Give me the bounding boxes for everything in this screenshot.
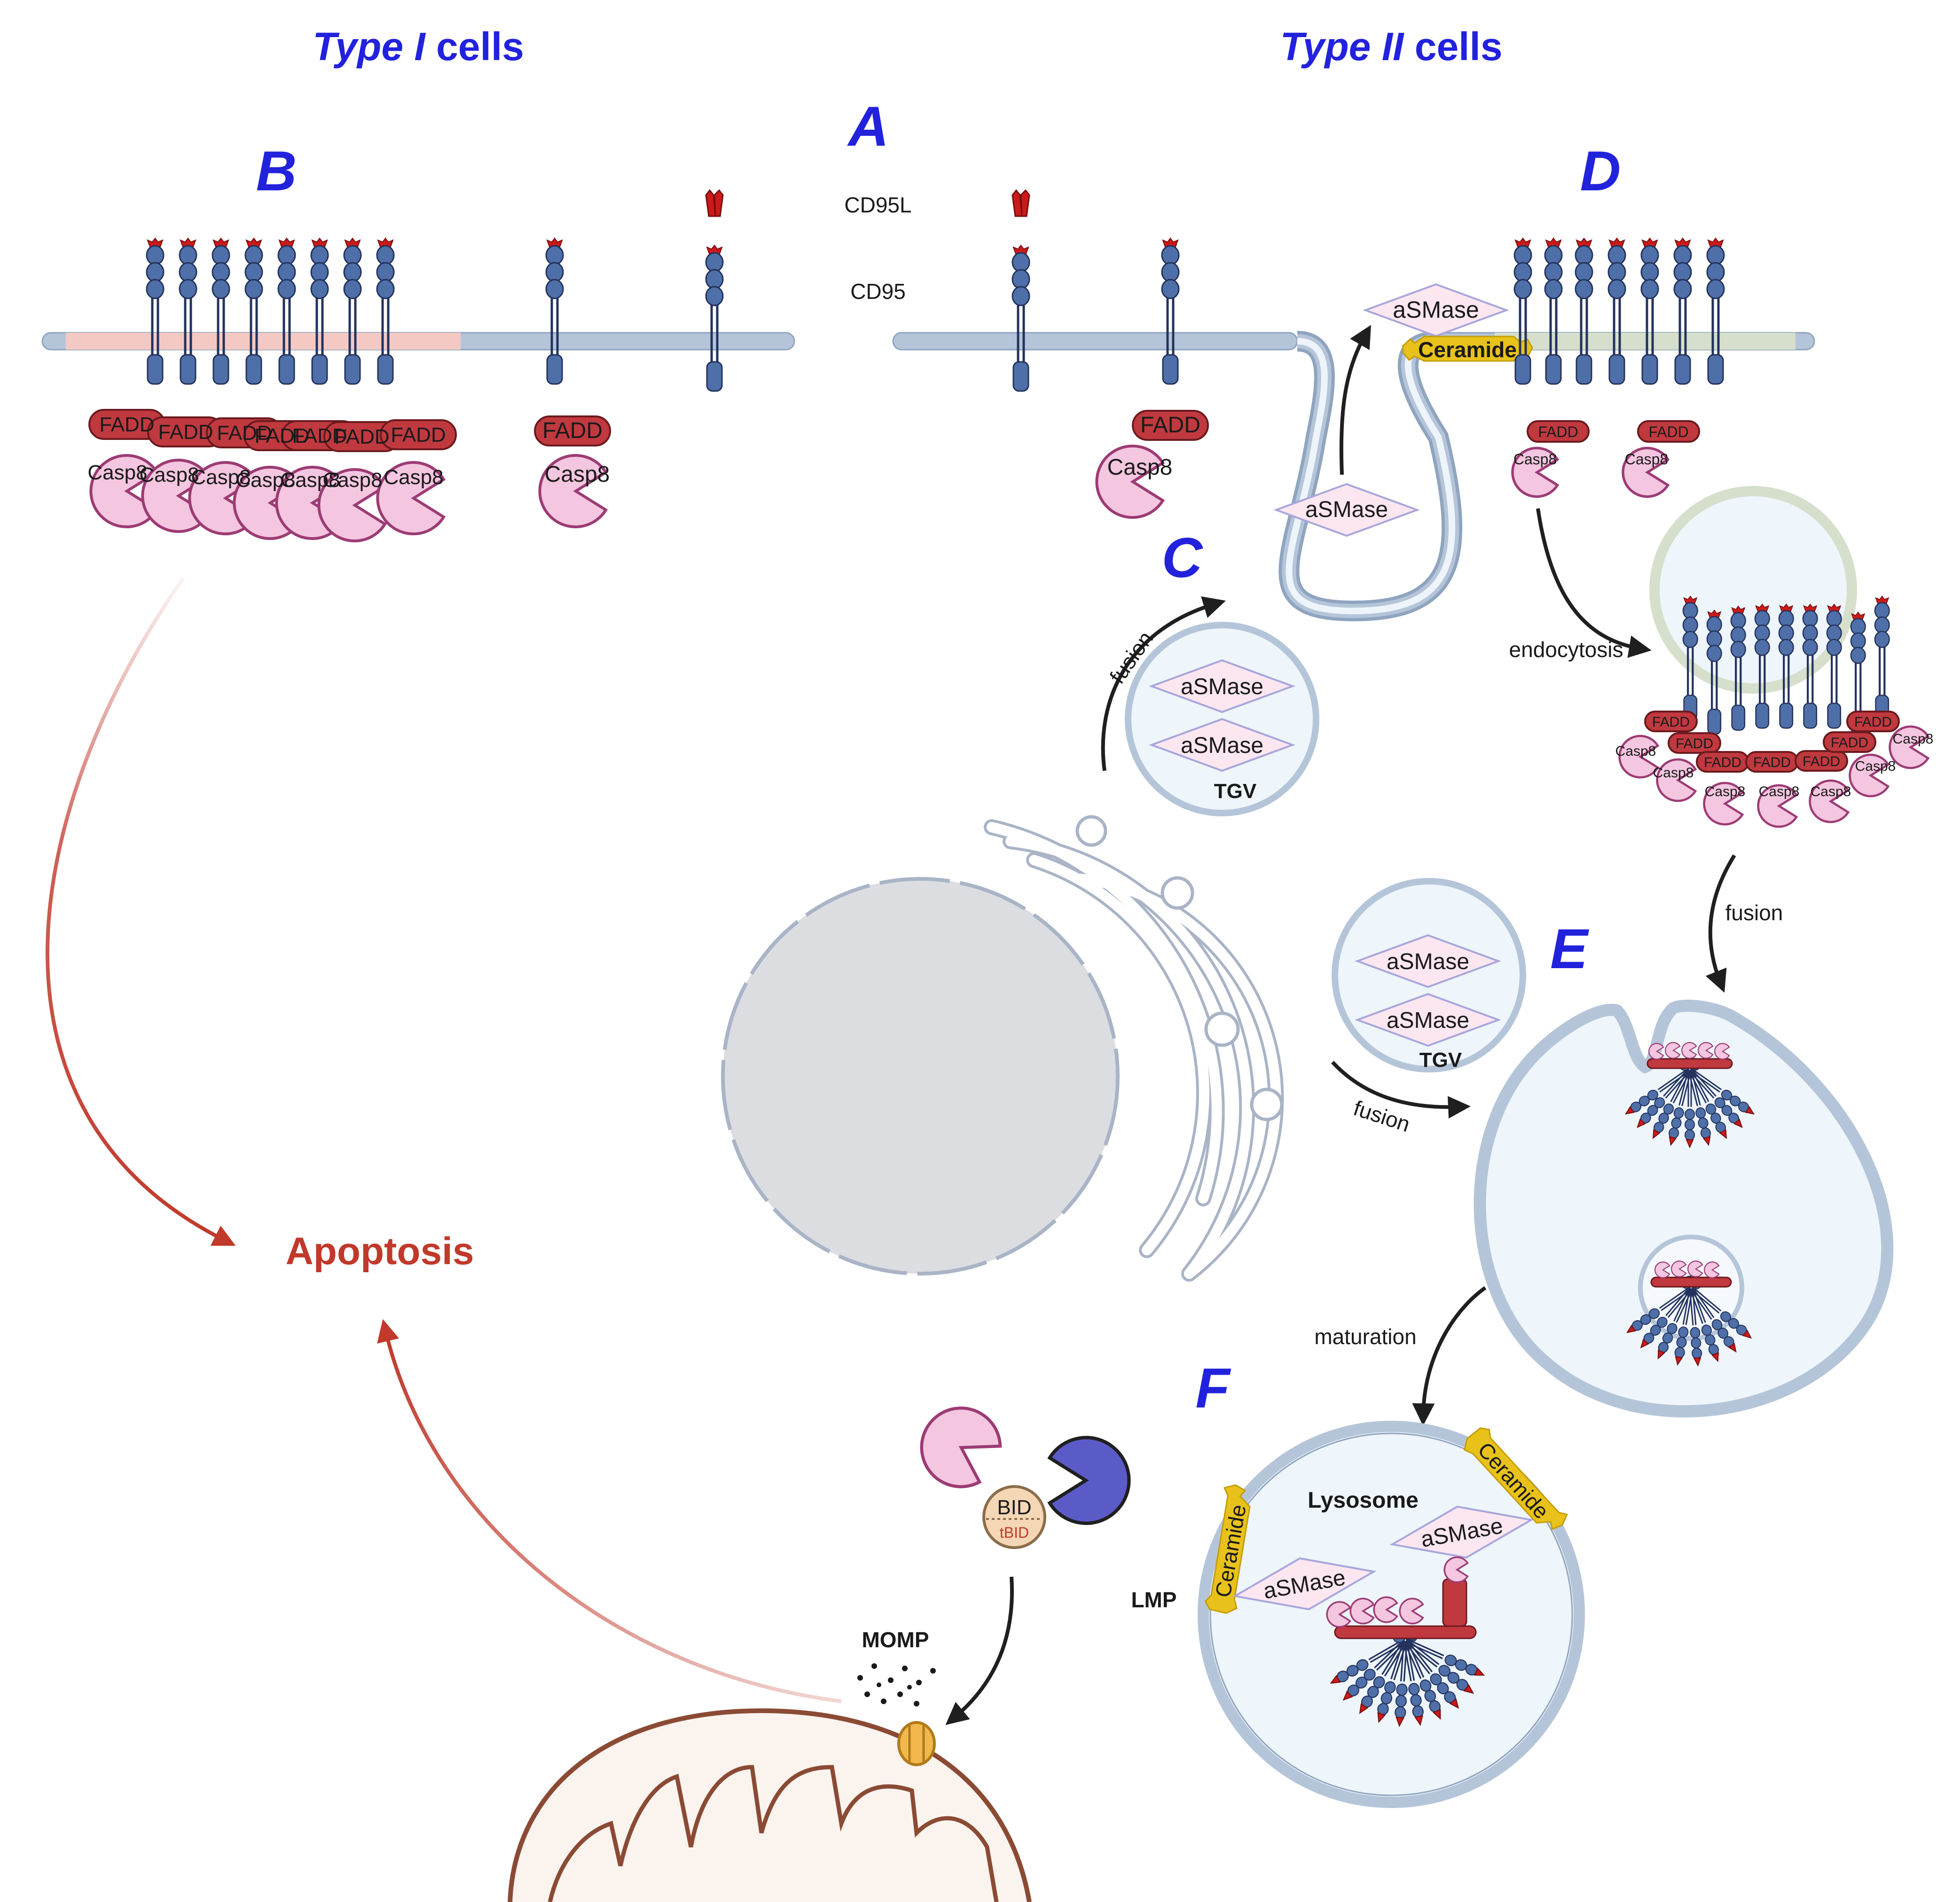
fadd-label: FADD (1854, 714, 1892, 730)
fadd-label: FADD (391, 423, 446, 446)
fusion-arrow-e (1331, 1061, 1471, 1119)
lysosome-label: Lysosome (1308, 1488, 1419, 1513)
caspase8-active (907, 1393, 1010, 1498)
cd95-label: CD95 (850, 279, 906, 304)
fadd-label: FADD (1140, 413, 1200, 438)
multivesicular-endosome (1474, 1000, 1894, 1418)
fusion-label: fusion (1725, 900, 1783, 925)
fusion-arrow-d (1705, 854, 1736, 993)
panel-label-e: E (1550, 917, 1590, 980)
asmase-label: aSMase (1305, 497, 1388, 522)
fadd-label: FADD (254, 424, 309, 447)
lysosome: Lysosome Ceramide Ceramide aSMase aSMase (1198, 1421, 1585, 1808)
casp8-label: Casp8 (235, 469, 295, 492)
casp8-label: Casp8 (1615, 744, 1656, 759)
fadd-label: FADD (1704, 755, 1741, 770)
mitochondrion (508, 1708, 1032, 1902)
fadd-label: FADD (99, 413, 154, 436)
casp8-label: Casp8 (280, 469, 340, 492)
asmase-on-membrane: aSMase (1363, 283, 1509, 337)
casp8-label: Casp8 (384, 466, 443, 489)
panel-label-b: B (256, 140, 297, 203)
tgv-label: TGV (1214, 780, 1257, 803)
asmase-label: aSMase (1393, 297, 1479, 323)
tgv-label: TGV (1419, 1049, 1462, 1072)
fadd-label: FADD (334, 425, 389, 448)
free-ligand (705, 189, 724, 217)
fadd-label: FADD (217, 422, 272, 445)
panel-label-a: A (847, 95, 889, 158)
tgv-vesicle-1: aSMase aSMase TGV (1125, 622, 1319, 816)
casp8-label: Casp8 (1653, 765, 1694, 781)
ceramide-patch-membrane: Ceramide (1402, 336, 1533, 362)
momp-label: MOMP (862, 1628, 929, 1652)
type2-heading: Type II cells (1280, 24, 1502, 69)
asmase-in-invagination: aSMase (1273, 483, 1420, 537)
casp8-label: Casp8 (87, 461, 147, 484)
asmase-label: aSMase (1387, 949, 1469, 974)
fadd-label: FADD (1538, 423, 1578, 440)
mitochondria-apoptosis-arrow (377, 1319, 842, 1703)
casp8-label: Casp8 (1811, 784, 1851, 799)
casp8-label: Casp8 (322, 469, 382, 492)
endosome-with-disc: FADD FADD FADD FADD FADD FADD FADD Casp8… (1615, 486, 1934, 827)
fadd-label: FADD (1652, 714, 1690, 730)
tbid-label: tBID (1000, 1524, 1029, 1541)
cytochrome-c-release (857, 1663, 936, 1706)
type1-disc-cluster: FADD FADD FADD FADD FADD FADD FADD Casp8… (87, 238, 457, 541)
lmp-label: LMP (1131, 1588, 1176, 1612)
casp8-label: Casp8 (1855, 759, 1896, 774)
unbound-receptor (706, 245, 723, 391)
bid-molecule: BID tBID (982, 1485, 1046, 1549)
nucleus (721, 877, 1120, 1276)
receptor-with-fadd-left: FADD Casp8 (534, 238, 611, 527)
fadd-label: FADD (1831, 735, 1868, 751)
casp8-label: Casp8 (139, 463, 199, 486)
type2-receptor-cluster: FADD FADD Casp8 Casp8 (1513, 238, 1724, 497)
golgi-apparatus (984, 815, 1284, 1282)
caspase-effector (1050, 1438, 1129, 1523)
maturation-label: maturation (1314, 1324, 1416, 1349)
tbid-arrow (945, 1576, 1014, 1725)
fadd-label: FADD (1648, 423, 1688, 440)
plasma-membrane-left (41, 332, 795, 351)
maturation-arrow (1412, 1286, 1487, 1426)
fadd-label: FADD (158, 421, 213, 444)
panel-label-f: F (1195, 1357, 1231, 1420)
type1-apoptosis-arrow (46, 577, 236, 1246)
casp8-label: Casp8 (1705, 784, 1746, 799)
bid-label: BID (997, 1496, 1031, 1519)
cd95l-label: CD95L (844, 193, 911, 217)
casp8-label: Casp8 (1759, 784, 1800, 799)
fadd-label: FADD (1753, 755, 1791, 770)
receptor-with-fadd-right: FADD Casp8 (1097, 238, 1209, 517)
fusion-arrow-c (1101, 596, 1226, 771)
exocytosis-arrow (1339, 325, 1371, 475)
endocytosis-arrow (1536, 508, 1652, 658)
fadd-label: FADD (1676, 736, 1713, 751)
panel-label-d: D (1580, 140, 1621, 203)
casp8-label: Casp8 (1513, 451, 1557, 468)
type1-heading: Type I cells (313, 24, 524, 69)
asmase-label: aSMase (1181, 674, 1263, 699)
casp8-label: Casp8 (545, 462, 610, 487)
free-ligand (1011, 189, 1030, 217)
panel-label-c: C (1162, 526, 1204, 589)
fadd-label: FADD (542, 418, 603, 443)
asmase-label: aSMase (1387, 1008, 1469, 1033)
fadd-label: FADD (1803, 754, 1840, 769)
casp8-label: Casp8 (1625, 451, 1669, 468)
apoptosis-label: Apoptosis (286, 1230, 474, 1273)
casp8-label: Casp8 (1107, 455, 1173, 480)
fadd-label: FADD (292, 424, 347, 447)
asmase-label: aSMase (1181, 733, 1263, 758)
unbound-receptor (1012, 245, 1029, 391)
casp8-label: Casp8 (1893, 731, 1934, 747)
tgv-vesicle-2: aSMase aSMase TGV (1332, 878, 1526, 1072)
ceramide-label: Ceramide (1418, 337, 1517, 362)
endocytosis-label: endocytosis (1509, 637, 1623, 662)
casp8-label: Casp8 (191, 466, 251, 489)
